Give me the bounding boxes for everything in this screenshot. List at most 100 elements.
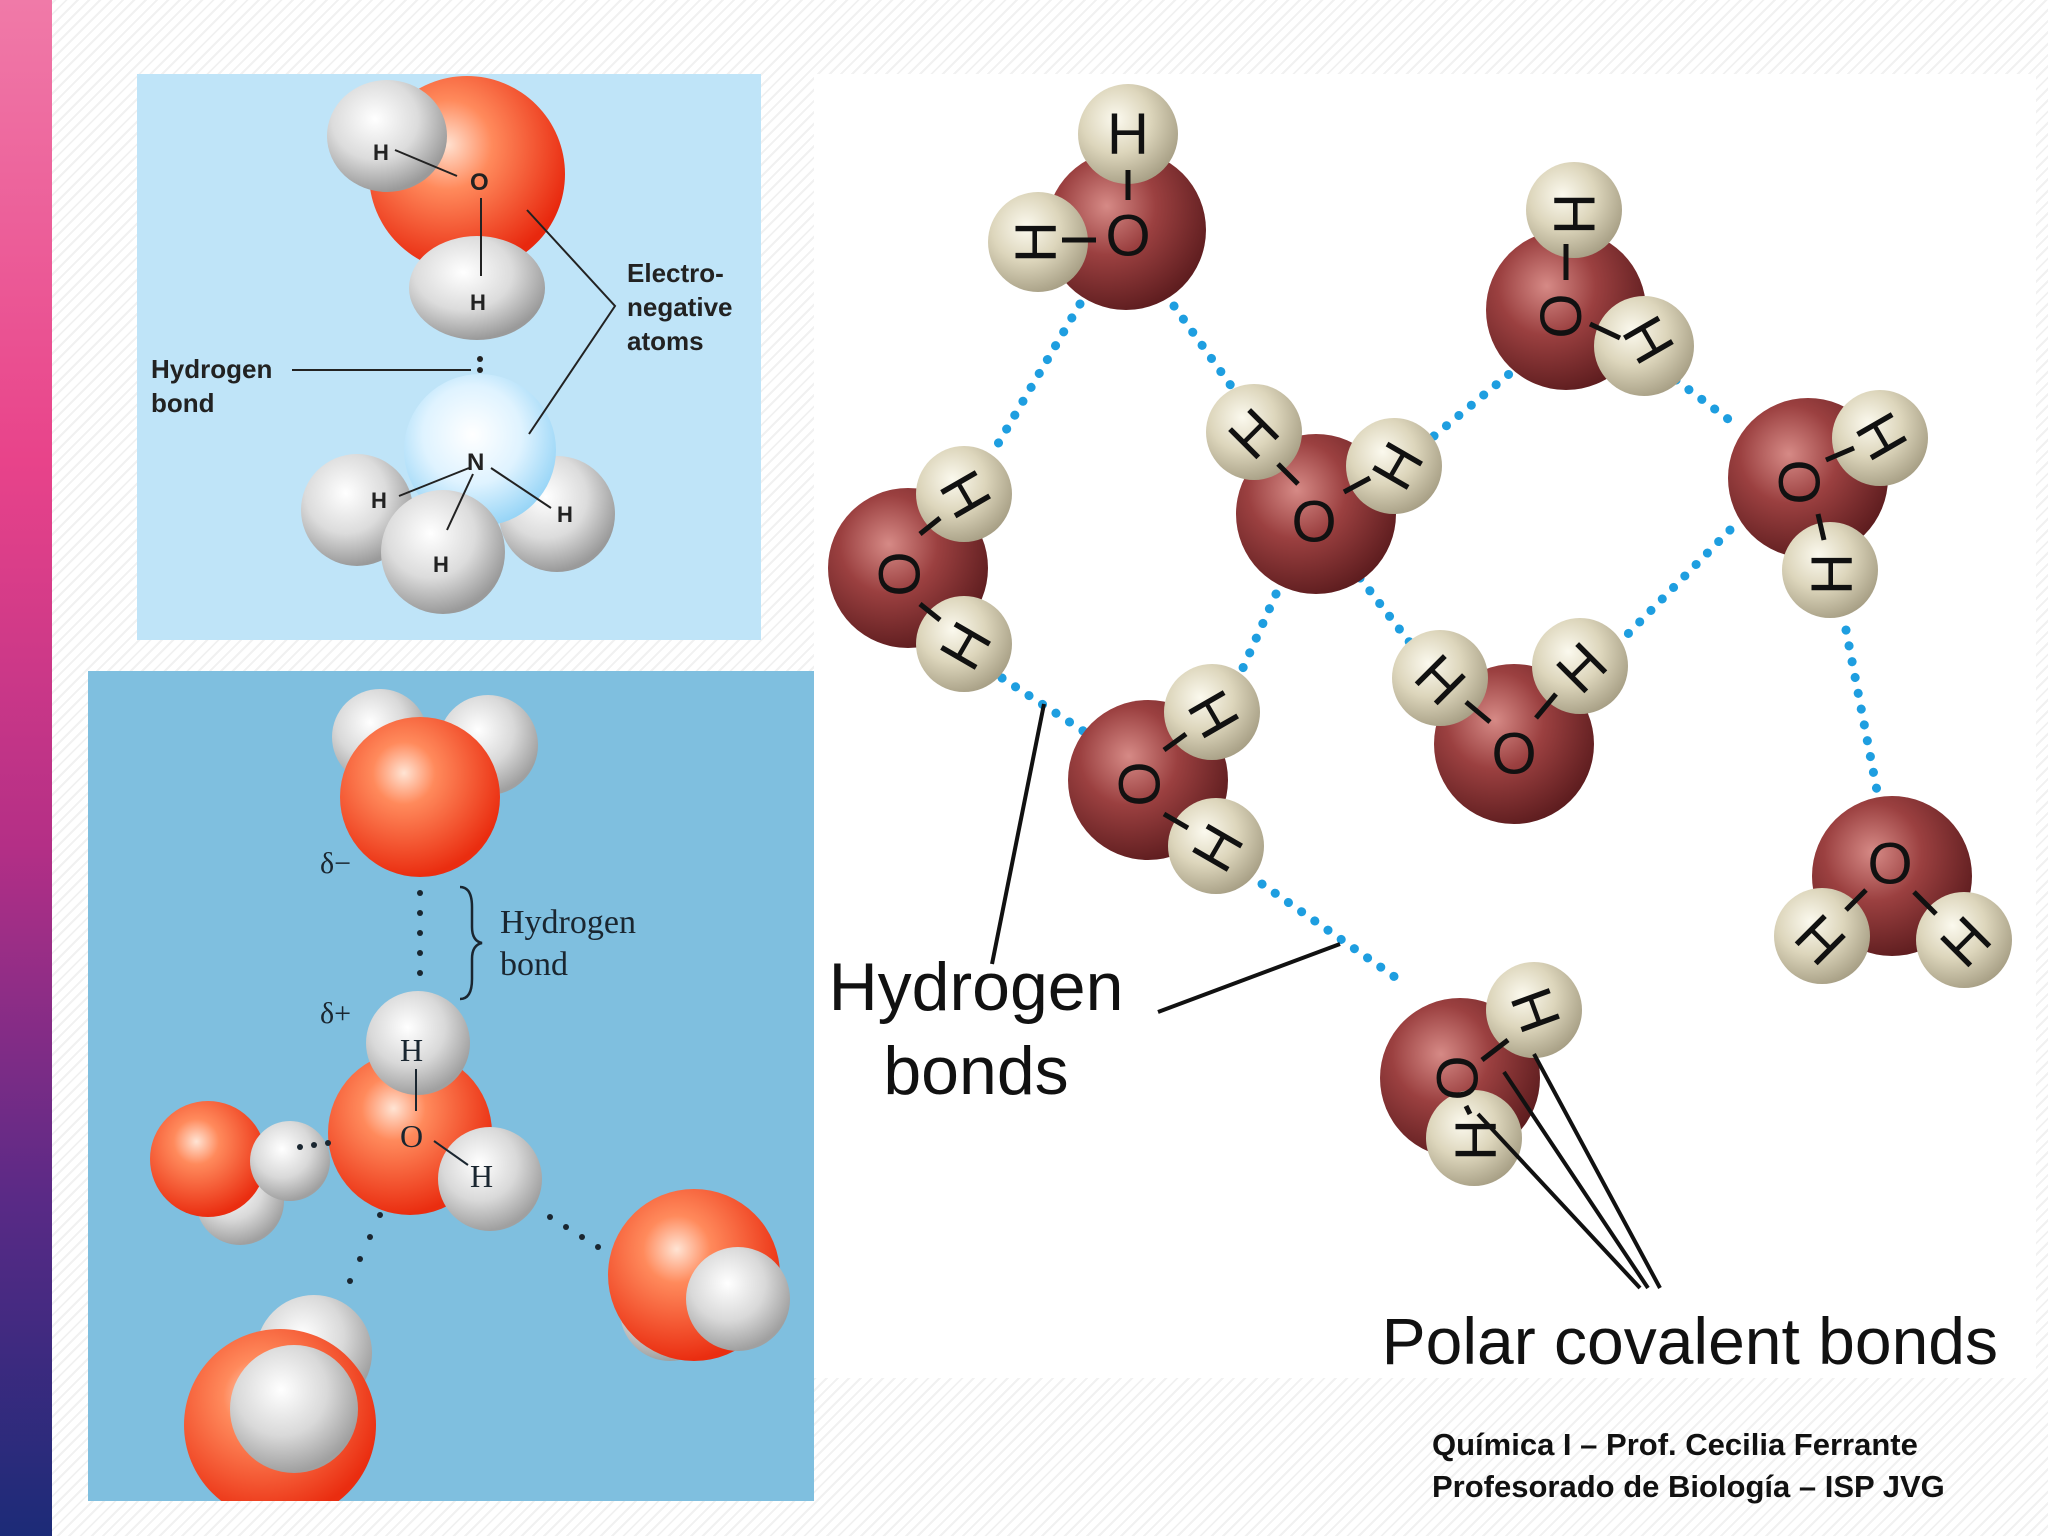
hydrogen-bond-dot xyxy=(417,890,423,896)
credits-line-institution: Profesorado de Biología – ISP JVG xyxy=(1432,1469,1945,1504)
hydrogen-sphere xyxy=(1346,418,1442,514)
hydrogen-bonds-label: Hydrogen xyxy=(829,949,1124,1025)
hydrogen-sphere xyxy=(1426,1090,1522,1186)
atom-label-h: H xyxy=(1444,1119,1509,1161)
hydrogen-sphere xyxy=(1392,630,1488,726)
slide-credits: Química I – Prof. Cecilia Ferrante Profe… xyxy=(1432,1424,2032,1508)
atom-label-o: O xyxy=(1768,459,1833,504)
hydrogen-bond-dot xyxy=(417,950,423,956)
atom-label-o: O xyxy=(1291,490,1336,555)
hydrogen-bond-dotted-line xyxy=(987,299,1085,459)
hydrogen-bond-dotted-line xyxy=(1257,879,1407,987)
hydrogen-bond-dot xyxy=(579,1234,585,1240)
hydrogen-bond-dot xyxy=(367,1234,373,1240)
covalent-bond-line xyxy=(1534,692,1558,720)
covalent-bond-line xyxy=(1464,700,1492,724)
label-leader-line xyxy=(990,703,1046,965)
covalent-bond-line xyxy=(1825,445,1855,463)
label-leader-line xyxy=(1532,1053,1662,1289)
atom-label-o: O xyxy=(1105,204,1150,269)
hydrogen-bond-dotted-line xyxy=(1841,625,1883,801)
water-molecule: O H H xyxy=(1774,796,2012,988)
atom-label-h: H xyxy=(557,502,573,527)
hydrogen-bond-dot xyxy=(547,1214,553,1220)
hydrogen-bond-dot xyxy=(357,1256,363,1262)
credits-line-course: Química I – Prof. Cecilia Ferrante xyxy=(1432,1427,1918,1462)
hydrogen-sphere xyxy=(366,991,470,1095)
label-leader-line xyxy=(1157,942,1341,1014)
atom-label-o: O xyxy=(400,1118,423,1154)
electronegative-label: atoms xyxy=(627,326,704,356)
hydrogen-sphere xyxy=(1078,84,1178,184)
hydrogen-bond-dot xyxy=(477,367,483,373)
covalent-bond-line xyxy=(433,1140,469,1166)
hydrogen-sphere xyxy=(1164,664,1260,760)
covalent-bond-line xyxy=(490,467,552,509)
covalent-bond-line xyxy=(1276,462,1300,486)
label-leader-line xyxy=(1476,1112,1642,1290)
hydrogen-bond-dot xyxy=(377,1212,383,1218)
hydrogen-bond-brace xyxy=(459,885,483,1001)
panel-water-ammonia-diagram: H O H N H H H Hydrogen bond Electro- neg… xyxy=(137,74,761,640)
water-molecule: H O H xyxy=(1206,384,1442,594)
atom-label-h: H xyxy=(1107,102,1149,167)
hydrogen-bond-dotted-line xyxy=(1429,365,1519,441)
atom-label-o: O xyxy=(1108,761,1173,806)
hydrogen-sphere xyxy=(230,1345,358,1473)
atom-label-h: H xyxy=(433,552,449,577)
atom-label-h: H xyxy=(470,1158,493,1194)
hydrogen-sphere xyxy=(1526,162,1622,258)
covalent-bond-line xyxy=(398,467,470,497)
partial-charge-positive: δ+ xyxy=(320,997,351,1030)
hydrogen-bond-dotted-line xyxy=(1229,589,1281,693)
atom-label-o: O xyxy=(470,169,489,196)
hydrogen-sphere xyxy=(250,1121,330,1201)
hydrogen-sphere xyxy=(381,490,505,614)
hydrogen-sphere xyxy=(409,236,545,340)
covalent-bond-line xyxy=(918,602,942,622)
water-molecule: H O H xyxy=(1486,162,1694,396)
hydrogen-bond-dotted-line xyxy=(1615,525,1735,647)
hydrogen-sphere xyxy=(686,1247,790,1351)
hydrogen-sphere xyxy=(1532,618,1628,714)
water-molecule: H O H xyxy=(1068,664,1264,894)
hydrogen-bonds-label: bonds xyxy=(883,1033,1068,1109)
panel-water-network-diagram: H O H H O H H O H xyxy=(814,74,2036,1378)
hydrogen-sphere xyxy=(1594,296,1694,396)
hydrogen-sphere xyxy=(1206,384,1302,480)
atom-label-h: H xyxy=(400,1032,423,1068)
hydrogen-sphere xyxy=(1916,892,2012,988)
nitrogen-sphere xyxy=(404,374,556,526)
hydrogen-bond-dot xyxy=(417,910,423,916)
hydrogen-bond-dot xyxy=(347,1278,353,1284)
atom-label-o: O xyxy=(868,551,933,596)
hydrogen-bond-dotted-line xyxy=(1355,573,1419,653)
electronegative-label: negative xyxy=(627,292,733,322)
covalent-bond-line xyxy=(1463,1104,1473,1116)
oxygen-sphere xyxy=(150,1101,266,1217)
atom-label-h: H xyxy=(1004,221,1069,263)
hydrogen-bond-dot xyxy=(563,1224,569,1230)
covalent-bond-line xyxy=(1588,321,1622,341)
hydrogen-bond-dot xyxy=(311,1142,317,1148)
atom-label-h: H xyxy=(371,488,387,513)
water-molecule: H O H xyxy=(1380,962,1582,1186)
covalent-bond-line xyxy=(1912,890,1938,916)
partial-charge-negative: δ− xyxy=(320,847,351,880)
hydrogen-bond-dot xyxy=(325,1140,331,1146)
covalent-bond-line xyxy=(446,473,474,531)
water-molecule: H O H xyxy=(1728,390,1928,618)
water-molecule: H O H xyxy=(988,84,1206,310)
hydrogen-bond-dot xyxy=(477,356,483,362)
hydrogen-bond-dot xyxy=(417,930,423,936)
hydrogen-bond-dot xyxy=(595,1244,601,1250)
atom-label-h: H xyxy=(1542,193,1607,235)
hydrogen-bond-label: Hydrogen xyxy=(151,354,272,384)
covalent-bond-line xyxy=(1844,888,1868,912)
hydrogen-sphere xyxy=(1832,390,1928,486)
panel-water-cluster-diagram: δ− Hydrogen bond δ+ H O H xyxy=(88,671,814,1501)
atom-label-o: O xyxy=(1528,293,1593,338)
covalent-bond-line xyxy=(1342,475,1372,495)
atom-label-o: O xyxy=(1426,1055,1491,1100)
covalent-bond-line xyxy=(1162,811,1190,831)
